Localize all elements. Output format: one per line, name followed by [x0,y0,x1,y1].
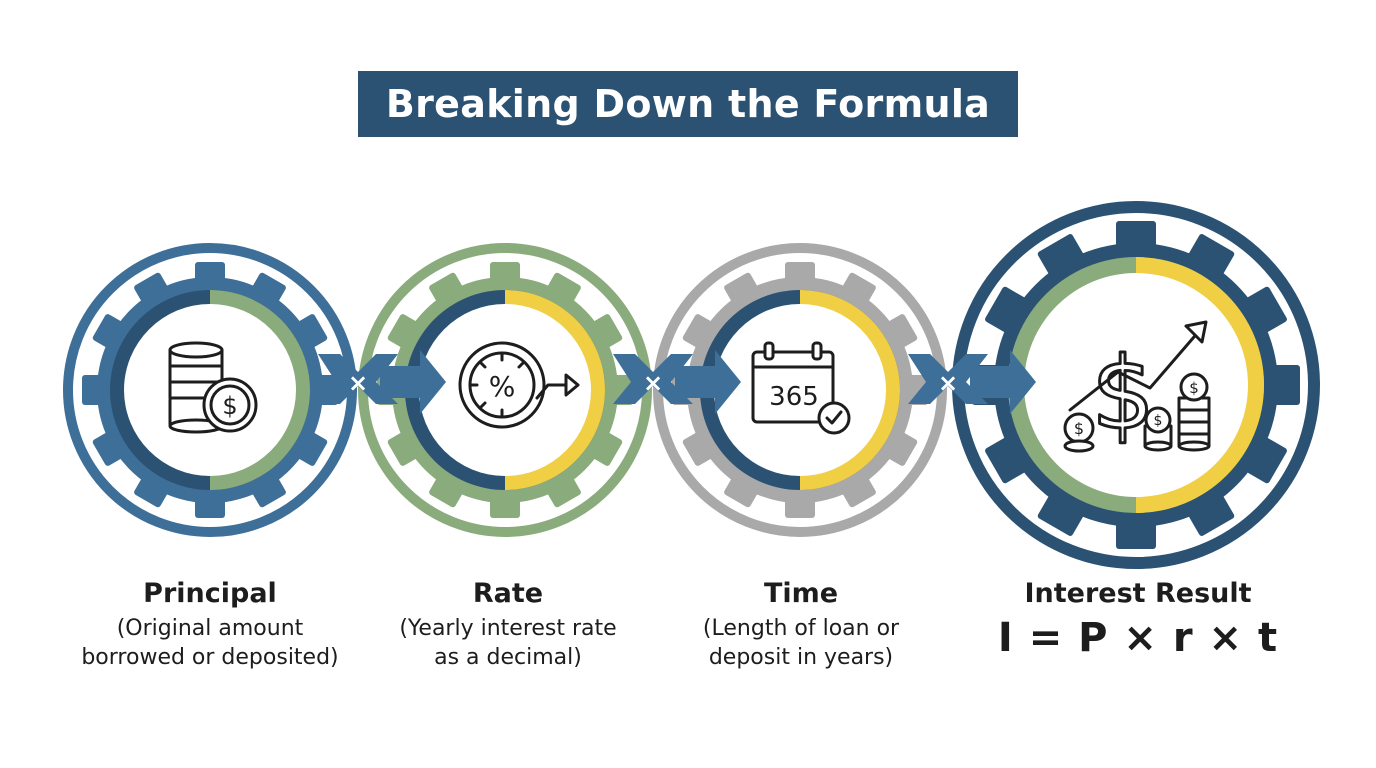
svg-text:$: $ [1154,413,1163,429]
calendar-check-icon: 365 [751,341,851,435]
gear-tooth [1243,286,1287,335]
gear-tooth [985,286,1029,335]
interest-formula: I = P × r × t [997,615,1279,661]
multiply-operator-3: × [938,369,958,397]
svg-text:$: $ [1189,379,1199,397]
caption-time: Time (Length of loan or deposit in years… [651,578,951,672]
gear-rate [358,243,652,537]
connector-arrow-2: × [613,350,741,414]
multiply-operator-1: × [348,369,368,397]
caption-principal: Principal (Original amount borrowed or d… [60,578,360,672]
calendar-number: 365 [769,382,819,412]
rate-description-line2: as a decimal) [434,645,582,670]
principal-label: Principal [143,578,277,609]
time-description-line2: deposit in years) [708,645,894,670]
interest-result-label: Interest Result [1024,578,1252,609]
dollar-growth-icon: $ $ $ $ [1063,320,1211,454]
time-label: Time [763,578,839,609]
gear-tooth [1186,492,1235,536]
page-title: Breaking Down the Formula [385,82,991,126]
gear-tooth [1243,435,1287,484]
gear-tooth [1037,492,1086,536]
multiply-operator-2: × [643,369,663,397]
coins-stack-dollar-icon: $ [168,341,258,434]
principal-description-line1: (Original amount [116,616,304,641]
percent-gauge-arrow-icon: % [458,341,580,429]
principal-description-line2: borrowed or deposited) [81,645,339,670]
time-description-line1: (Length of loan or [702,616,900,641]
title-banner: Breaking Down the Formula [358,71,1018,137]
connector-arrow-3: × [908,350,1036,414]
gear-tooth [985,435,1029,484]
svg-text:%: % [489,370,516,403]
svg-text:$: $ [1074,419,1084,438]
rate-label: Rate [472,578,544,609]
gear-tooth [1037,234,1086,278]
rate-description-line1: (Yearly interest rate [399,616,617,641]
gear-tooth [1186,234,1235,278]
caption-rate: Rate (Yearly interest rate as a decimal) [358,578,658,672]
svg-text:$: $ [222,392,237,420]
connector-arrow-1: × [318,350,446,414]
caption-interest-result: Interest Result I = P × r × t [988,578,1288,662]
